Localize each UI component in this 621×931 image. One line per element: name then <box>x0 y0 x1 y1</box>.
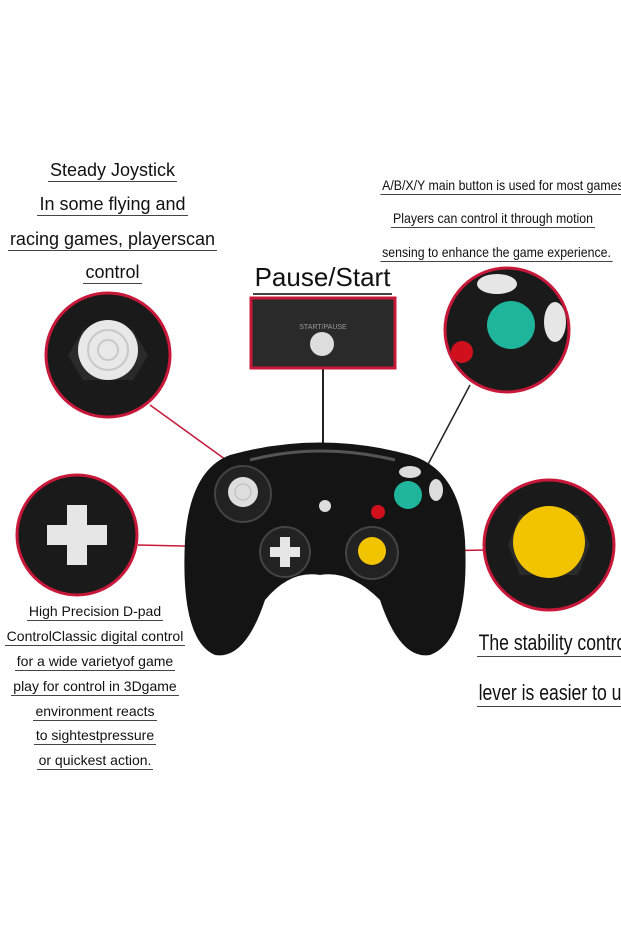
joystick-caption-line: In some flying and <box>37 194 188 216</box>
dpad-closeup <box>15 473 139 597</box>
dpad-caption-line: environment reacts <box>33 703 157 721</box>
dpad-caption-line: to sightestpressure <box>33 727 157 745</box>
gamecube-controller <box>184 442 466 656</box>
joystick-closeup <box>44 291 172 419</box>
dpad-caption-line: or quickest action. <box>36 752 154 770</box>
dpad-caption-line: ControlClassic digital control <box>4 628 186 646</box>
start-pause-closeup <box>249 296 397 370</box>
abxy-caption-line: Players can control it through motion <box>391 210 595 228</box>
pause-title: Pause/Start <box>252 262 393 295</box>
stick-caption-line: The stability control <box>477 630 621 657</box>
abxy-caption-line: A/B/X/Y main button is used for most gam… <box>380 177 621 195</box>
dpad-caption-line: play for control in 3Dgame <box>11 678 179 696</box>
joystick-caption-line: control <box>83 262 142 284</box>
abxy-pointer-line <box>424 384 471 471</box>
abxy-closeup <box>443 266 571 394</box>
c-stick-closeup <box>482 478 616 612</box>
dpad-caption-line: for a wide varietyof game <box>14 653 176 671</box>
start-pause-label: START/PAUSE <box>299 324 347 331</box>
joystick-caption-line: Steady Joystick <box>47 160 178 182</box>
dpad-caption-line: High Precision D-pad <box>26 603 164 621</box>
abxy-caption-line: sensing to enhance the game experience. <box>380 244 613 262</box>
joystick-caption-line: racing games, playerscan <box>7 229 218 251</box>
stick-caption-line: lever is easier to use <box>477 680 621 707</box>
